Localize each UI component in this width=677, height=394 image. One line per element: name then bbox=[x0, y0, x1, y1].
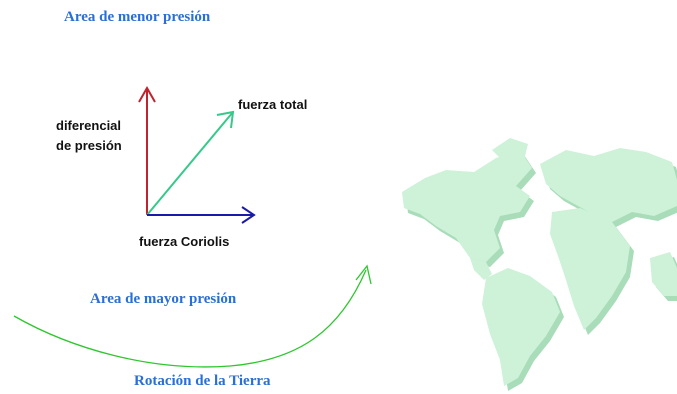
eurasia bbox=[540, 148, 677, 222]
pressure-differential-arrow bbox=[138, 85, 156, 215]
total-force-arrow bbox=[146, 110, 235, 216]
north-america bbox=[402, 150, 532, 262]
coriolis-force-label: fuerza Coriolis bbox=[139, 234, 230, 249]
earth-rotation-arrow bbox=[13, 264, 372, 368]
pressure-differential-label-line2: de presión bbox=[56, 138, 122, 153]
world-map-icon bbox=[402, 138, 677, 391]
high-pressure-area-label: Area de mayor presión bbox=[90, 291, 237, 307]
greenland bbox=[492, 138, 528, 164]
southeast-asia bbox=[650, 252, 677, 296]
earth-rotation-label: Rotación de la Tierra bbox=[134, 373, 271, 389]
central-america bbox=[470, 258, 492, 280]
africa bbox=[550, 208, 630, 330]
low-pressure-area-label: Area de menor presión bbox=[64, 9, 211, 25]
coriolis-force-arrow bbox=[147, 206, 256, 224]
continents bbox=[402, 138, 677, 386]
pressure-differential-label: diferencial de presión bbox=[56, 116, 122, 156]
south-america bbox=[482, 268, 560, 386]
pressure-differential-label-line1: diferencial bbox=[56, 118, 122, 133]
total-force-label: fuerza total bbox=[238, 97, 308, 112]
